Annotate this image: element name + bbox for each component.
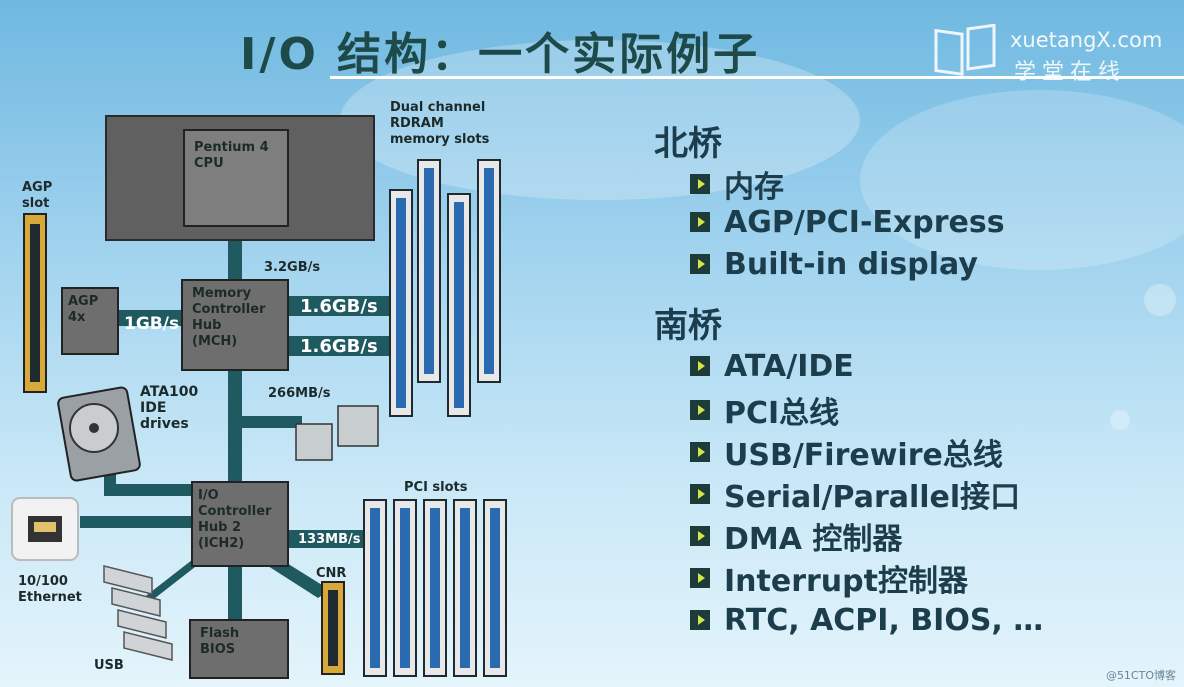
label-ich: I/O Controller Hub 2 (ICH2) [198, 488, 272, 551]
bus-mem2 [288, 336, 400, 356]
bullet-arrow-icon [690, 526, 710, 546]
bus-usb [138, 560, 204, 602]
south-item: Interrupt控制器 [690, 558, 968, 599]
label-bw-cpu: 3.2GB/s [264, 260, 321, 275]
north-bridge-heading: 北桥 [654, 124, 722, 164]
label-pci-slots: PCI slots [404, 480, 468, 495]
bus-eth [80, 516, 192, 528]
bus-hub [242, 416, 302, 428]
bullet-arrow-icon [690, 484, 710, 504]
bus-mch-ich [228, 370, 242, 482]
flash-bios-chip [189, 619, 289, 679]
south-item: USB/Firewire总线 [690, 432, 1003, 473]
bullet-arrow-icon [690, 400, 710, 420]
label-bw-mem2: 1.6GB/s [300, 336, 378, 357]
label-ata: ATA100 IDE drives [140, 384, 199, 432]
bullet-arrow-icon [690, 442, 710, 462]
bus-ata [104, 484, 192, 496]
ethernet-port-icon [11, 497, 79, 561]
label-usb: USB [94, 658, 124, 673]
title-underline [330, 76, 1184, 79]
page-title: I/O 结构：一个实际例子 [240, 29, 761, 80]
cpu-die [183, 129, 289, 227]
north-item: Built-in display [690, 244, 978, 284]
label-agp-slot: AGP slot [22, 180, 53, 211]
bullet-arrow-icon [690, 174, 710, 194]
xuetangx-logo-icon [934, 24, 996, 76]
hard-disk-icon [57, 386, 141, 482]
bullet-arrow-icon [690, 254, 710, 274]
bus-cpu-mch [228, 240, 242, 280]
chip-box-1 [295, 423, 333, 461]
io-architecture-diagram [11, 115, 507, 679]
bullet-arrow-icon [690, 568, 710, 588]
bus-cnr [268, 560, 330, 598]
label-flash: Flash BIOS [200, 626, 240, 657]
south-bridge-heading: 南桥 [654, 306, 722, 346]
chip-box-2 [337, 405, 379, 447]
usb-connectors-icon [103, 565, 173, 661]
bus-pci [288, 530, 368, 548]
label-mch: Memory Controller Hub (MCH) [192, 286, 266, 349]
mch-chip [181, 279, 289, 371]
south-item: PCI总线 [690, 390, 839, 431]
label-bw-mem1: 1.6GB/s [300, 296, 378, 317]
label-agp4x: AGP 4x [68, 294, 99, 325]
bus-ide-vert [104, 470, 116, 496]
bullet-arrow-icon [690, 212, 710, 232]
bullet-arrow-icon [690, 610, 710, 630]
label-rdram: Dual channel RDRAM memory slots [390, 100, 490, 147]
south-item: DMA 控制器 [690, 516, 902, 557]
watermark: @51CTO博客 [1105, 669, 1176, 682]
north-item: 内存 [690, 164, 784, 205]
bullet-arrow-icon [690, 356, 710, 376]
logo-text-en: xuetangX.com [1010, 28, 1163, 52]
south-item: RTC, ACPI, BIOS, … [690, 600, 1043, 640]
label-cnr: CNR [316, 566, 347, 581]
bus-agp-mch [118, 310, 182, 326]
south-item: Serial/Parallel接口 [690, 474, 1020, 515]
label-bw-pci: 133MB/s [298, 532, 361, 547]
bus-flash [228, 566, 242, 620]
agp4x-chip [61, 287, 119, 355]
south-item: ATA/IDE [690, 346, 854, 386]
label-bw-agp: 1GB/s [124, 314, 180, 334]
bus-mem1 [288, 296, 400, 316]
label-cpu: Pentium 4 CPU [194, 140, 269, 171]
label-ethernet: 10/100 Ethernet [18, 574, 82, 605]
label-bw-hub: 266MB/s [268, 386, 331, 401]
north-item: AGP/PCI-Express [690, 202, 1005, 242]
ich-chip [191, 481, 289, 567]
logo-text-cn: 学堂在线 [1014, 60, 1127, 85]
